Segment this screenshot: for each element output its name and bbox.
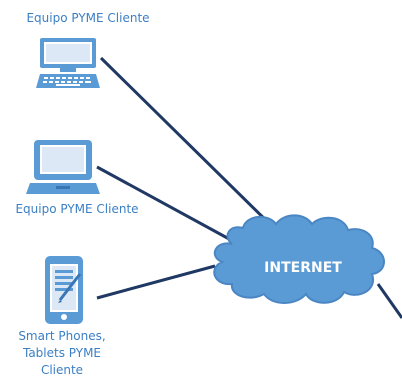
mobile-tablet-icon: [45, 256, 83, 324]
connection-mobile-internet: [96, 264, 216, 300]
connection-desktop-internet: [99, 56, 289, 243]
mobile-label-line1: Smart Phones,: [18, 329, 106, 343]
desktop-computer-icon: [36, 38, 100, 88]
internet-label: INTERNET: [264, 260, 342, 276]
internet-cloud: INTERNET: [213, 214, 385, 304]
connection-laptop-internet: [96, 165, 232, 242]
laptop-icon: [26, 140, 100, 194]
laptop-label: Equipo PYME Cliente: [15, 202, 139, 216]
connection-internet-outbound: [376, 283, 402, 319]
mobile-label-line3: Cliente: [40, 363, 84, 377]
desktop-label: Equipo PYME Cliente: [26, 11, 150, 25]
mobile-label-line2: Tablets PYME: [22, 346, 102, 360]
